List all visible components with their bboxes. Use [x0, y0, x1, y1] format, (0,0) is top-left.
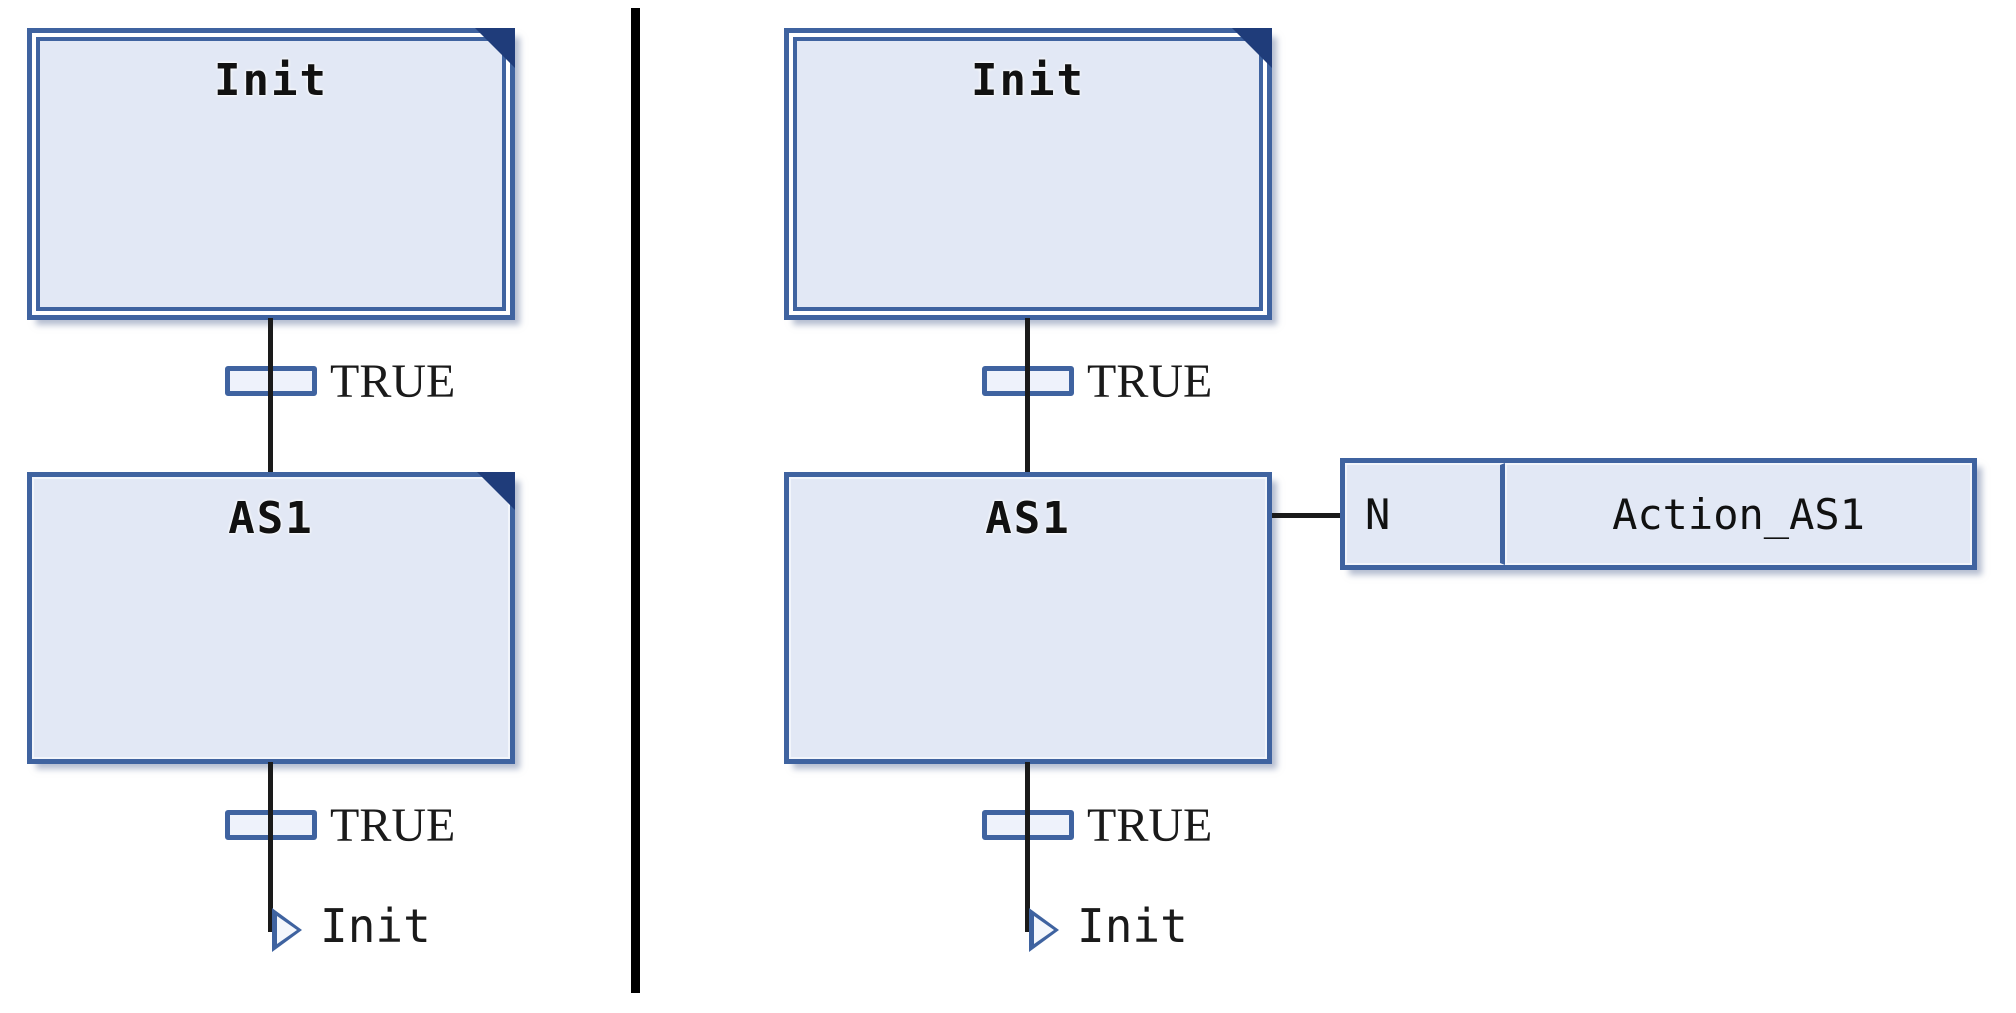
- right-action-qualifier: N: [1345, 463, 1505, 565]
- right-connector-init-to-transition1: [1025, 318, 1030, 366]
- right-connector-transition2-to-jump: [1025, 810, 1030, 932]
- right-as1-step-inner-frame: AS1: [789, 477, 1267, 759]
- left-transition-1-label: TRUE: [330, 355, 456, 408]
- left-as1-step-label: AS1: [228, 493, 314, 544]
- right-connector-as1-to-action: [1272, 513, 1340, 518]
- left-init-step[interactable]: Init: [27, 28, 515, 320]
- right-action-block[interactable]: N Action_AS1: [1340, 458, 1977, 570]
- right-as1-step-label: AS1: [985, 493, 1071, 544]
- right-init-step-label: Init: [971, 55, 1085, 106]
- right-init-step-inner-frame: Init: [793, 37, 1263, 311]
- left-init-step-label: Init: [214, 55, 328, 106]
- right-jump-triangle-icon[interactable]: [1029, 908, 1059, 952]
- left-connector-transition2-to-jump: [268, 810, 273, 932]
- right-connector-transition1-to-as1: [1025, 366, 1030, 493]
- right-transition-1-label: TRUE: [1087, 355, 1213, 408]
- left-jump-label: Init: [320, 899, 431, 953]
- left-as1-step-inner-frame: AS1: [32, 477, 510, 759]
- left-as1-step[interactable]: AS1: [27, 472, 515, 764]
- right-transition-2-label: TRUE: [1087, 799, 1213, 852]
- right-connector-as1-to-transition2: [1025, 762, 1030, 810]
- right-jump-triangle-inner-icon: [1034, 916, 1054, 944]
- left-connector-transition1-to-as1: [268, 366, 273, 493]
- right-jump-label: Init: [1077, 899, 1188, 953]
- left-jump-triangle-inner-icon: [277, 916, 297, 944]
- left-connector-init-to-transition1: [268, 318, 273, 366]
- right-init-step[interactable]: Init: [784, 28, 1272, 320]
- diagram-divider: [631, 8, 640, 993]
- right-as1-step[interactable]: AS1: [784, 472, 1272, 764]
- left-connector-as1-to-transition2: [268, 762, 273, 810]
- left-init-step-inner-frame: Init: [36, 37, 506, 311]
- left-transition-2-label: TRUE: [330, 799, 456, 852]
- left-jump-triangle-icon[interactable]: [272, 908, 302, 952]
- right-action-name: Action_AS1: [1505, 463, 1972, 565]
